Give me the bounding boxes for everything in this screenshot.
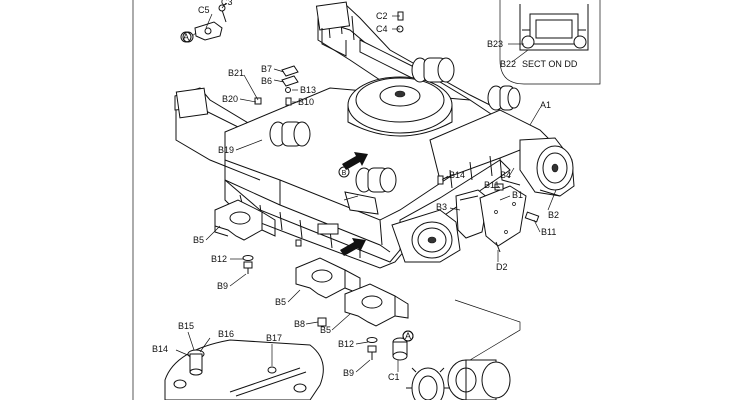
marker-a-top-circle bbox=[180, 31, 192, 43]
callout-b8: B8 bbox=[294, 319, 305, 329]
leader-lines bbox=[175, 2, 557, 373]
callout-d2: D2 bbox=[496, 262, 508, 272]
callout-b5-middle: B5 bbox=[275, 297, 286, 307]
track-guard-b5-upper bbox=[214, 199, 276, 241]
callout-b3: B3 bbox=[436, 202, 447, 212]
inset-section-dd bbox=[499, 0, 601, 85]
callout-b9-lower: B9 bbox=[343, 368, 354, 378]
bolt-b21-b20 bbox=[254, 97, 262, 105]
callout-b14: B14 bbox=[449, 170, 465, 180]
sprocket-cover-b1 bbox=[479, 185, 527, 253]
callout-b7: B7 bbox=[261, 64, 272, 74]
guard-plate-b17 bbox=[164, 339, 324, 400]
callout-b14-lower: B14 bbox=[152, 344, 168, 354]
track-frame bbox=[174, 1, 575, 269]
marker-a-bottom-circle bbox=[402, 330, 414, 342]
direction-arrow-upper bbox=[342, 152, 368, 170]
callout-b20: B20 bbox=[222, 94, 238, 104]
callout-b5-lower: B5 bbox=[320, 325, 331, 335]
callout-b17: B17 bbox=[266, 333, 282, 343]
bolt-center bbox=[295, 239, 302, 247]
bolt-b14 bbox=[437, 175, 444, 185]
callout-b12-lower: B12 bbox=[338, 339, 354, 349]
callout-b19: B19 bbox=[218, 145, 234, 155]
pin-b15-b16 bbox=[187, 349, 205, 376]
washer-b13 bbox=[285, 87, 291, 93]
clamp-center bbox=[317, 223, 339, 235]
travel-motor bbox=[447, 359, 511, 400]
section-dd-label: SECT ON DD bbox=[522, 59, 578, 69]
marker-a-top: A bbox=[183, 32, 189, 42]
callout-b1: B1 bbox=[512, 190, 523, 200]
callout-b22: B22 bbox=[500, 59, 516, 69]
callout-b5-upper: B5 bbox=[193, 235, 204, 245]
bolt-b12-b9-lower bbox=[366, 337, 378, 360]
callout-b21: B21 bbox=[228, 68, 244, 78]
callout-c3: C3 bbox=[221, 0, 233, 7]
sprocket bbox=[406, 367, 450, 400]
callout-b11-upper: B11 bbox=[484, 180, 499, 190]
leader-motor bbox=[454, 299, 521, 361]
shim-b7-b6 bbox=[281, 65, 299, 87]
callout-b4: B4 bbox=[500, 170, 511, 180]
callout-c5: C5 bbox=[198, 5, 210, 15]
callout-c1: C1 bbox=[388, 372, 400, 382]
marker-b-circle bbox=[338, 166, 350, 178]
callout-b9-upper: B9 bbox=[217, 281, 228, 291]
marker-a-bottom: A bbox=[405, 331, 411, 341]
bolt-b12-b9-upper bbox=[242, 255, 254, 274]
callout-b16: B16 bbox=[218, 329, 234, 339]
callout-b15: B15 bbox=[178, 321, 194, 331]
callout-b23: B23 bbox=[487, 39, 503, 49]
callout-b10: B10 bbox=[298, 97, 314, 107]
callout-b2: B2 bbox=[548, 210, 559, 220]
bracket-c5-c3 bbox=[182, 4, 227, 43]
direction-arrow-lower bbox=[340, 238, 366, 256]
callout-b13: B13 bbox=[300, 85, 316, 95]
carrier-roller-rear bbox=[411, 57, 521, 111]
marker-b-label: B bbox=[342, 170, 347, 177]
track-guard-b5-middle bbox=[295, 257, 361, 299]
cover-plate-b3 bbox=[455, 189, 489, 239]
track-guard-b5-lower bbox=[344, 283, 409, 327]
callout-c2: C2 bbox=[376, 11, 388, 21]
callout-a1: A1 bbox=[540, 100, 551, 110]
bolt-b10 bbox=[285, 97, 292, 106]
callout-c4: C4 bbox=[376, 24, 388, 34]
callout-b6: B6 bbox=[261, 76, 272, 86]
callout-b12-upper: B12 bbox=[211, 254, 227, 264]
callout-b11-lower: B11 bbox=[541, 227, 556, 237]
